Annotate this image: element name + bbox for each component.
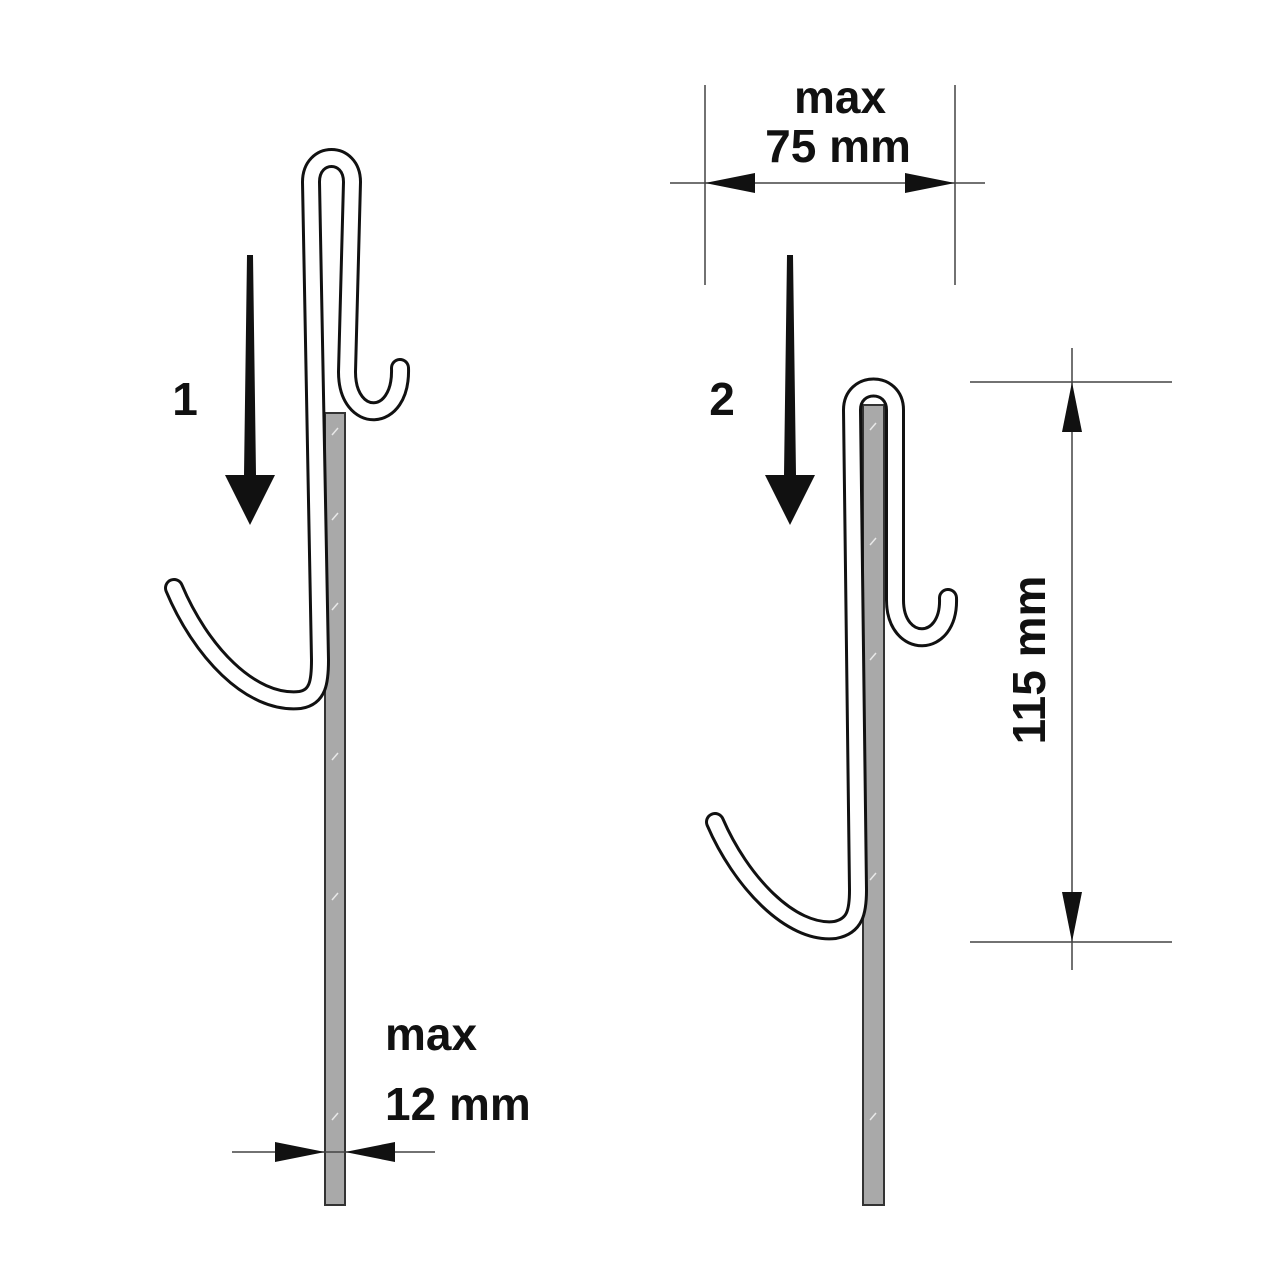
thickness-dimension xyxy=(232,1142,435,1162)
height-dimension-value: 115 mm xyxy=(1003,576,1055,745)
thickness-dimension-value: 12 mm xyxy=(385,1078,531,1130)
step-1-label: 1 xyxy=(172,373,198,425)
panel-1 xyxy=(324,412,346,1206)
width-dimension-value: 75 mm xyxy=(765,120,911,172)
step-2-label: 2 xyxy=(709,373,735,425)
down-arrow-1-icon xyxy=(225,255,275,525)
height-dimension xyxy=(970,348,1172,970)
down-arrow-2-icon xyxy=(765,255,815,525)
width-dimension-max: max xyxy=(794,71,886,123)
hook-1 xyxy=(164,148,411,711)
thickness-dimension-max: max xyxy=(385,1008,477,1060)
panel-glare-marks xyxy=(331,422,877,1121)
width-dimension xyxy=(670,85,985,285)
hook-2 xyxy=(705,377,958,941)
